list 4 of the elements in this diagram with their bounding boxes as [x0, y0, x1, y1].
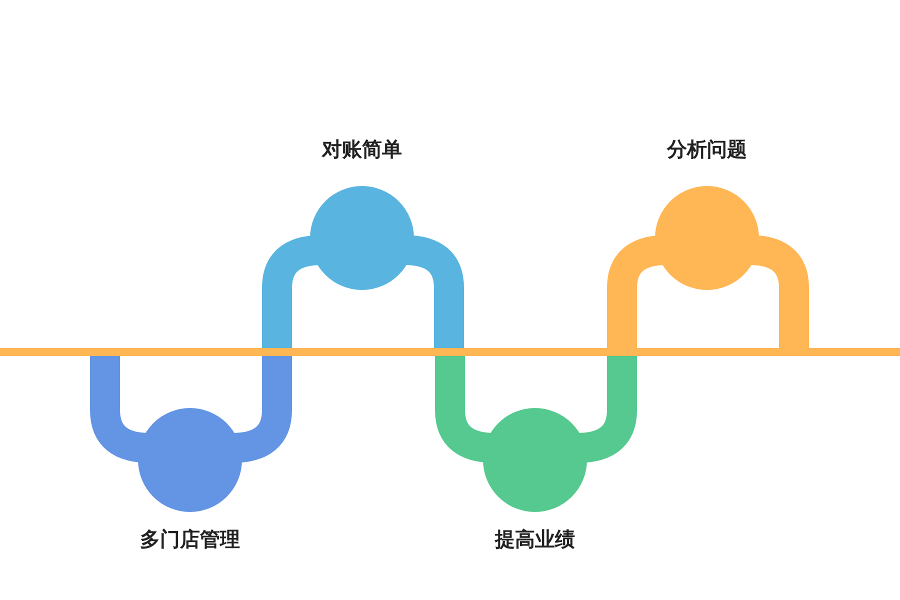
- stage-label: 对账简单: [322, 136, 402, 163]
- stage-label: 多门店管理: [140, 526, 240, 553]
- stage-label: 分析问题: [667, 136, 747, 163]
- stage-label: 提高业绩: [495, 526, 575, 553]
